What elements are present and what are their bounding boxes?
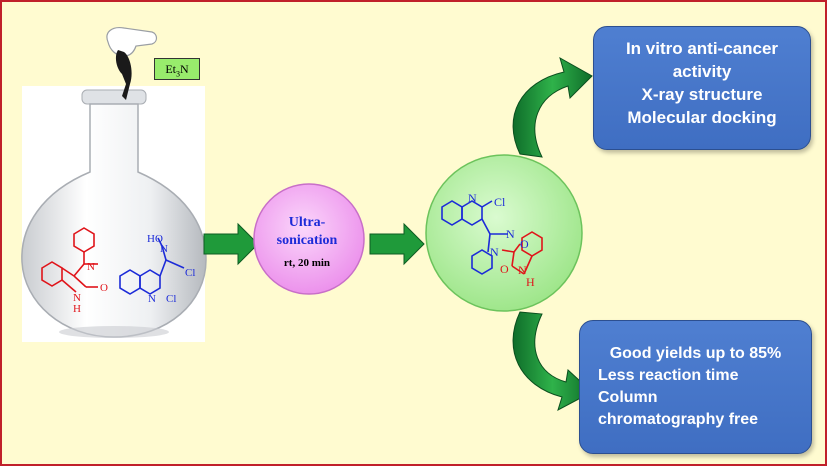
product-o-ring-label: O bbox=[520, 237, 529, 251]
oxime-ring-n-label: N bbox=[148, 293, 156, 305]
product-quinoline bbox=[441, 200, 508, 253]
dropper-icon bbox=[115, 50, 132, 100]
outcome-bottom-line-4: chromatography free bbox=[598, 411, 759, 428]
outcome-box-bottom: Good yields up to 85% Less reaction time… bbox=[579, 320, 812, 454]
oxime-structure bbox=[119, 237, 185, 295]
outcome-box-top: In vitro anti-cancer activity X-ray stru… bbox=[593, 26, 811, 150]
reagent-tag: Et3N bbox=[154, 58, 200, 80]
isatin-nh-h-label: H bbox=[73, 303, 81, 315]
isatin-n-label: N bbox=[87, 261, 95, 273]
reagent-suffix: N bbox=[180, 62, 189, 76]
oxime-cl-bottom-label: Cl bbox=[166, 293, 176, 305]
outcome-top-line-4: Molecular docking bbox=[627, 108, 777, 127]
oxime-cl-top-label: Cl bbox=[185, 267, 195, 279]
curved-arrow-up bbox=[512, 56, 593, 158]
product-oxindole bbox=[501, 231, 543, 275]
sonication-detail: rt, 20 min bbox=[283, 257, 331, 269]
outcome-bottom-line-1: Good yields up to 85% bbox=[609, 345, 782, 362]
sonication-circle bbox=[253, 183, 365, 295]
outcome-top-line-3: X-ray structure bbox=[641, 85, 763, 104]
arrow-to-sonication bbox=[203, 222, 259, 266]
outcome-top-line-2: activity bbox=[672, 62, 732, 81]
oxime-n-label: N bbox=[160, 243, 168, 255]
product-o-carbonyl-label: O bbox=[500, 262, 509, 276]
product-n-ring-label: N bbox=[490, 245, 499, 259]
product-nh-n-label: N bbox=[518, 263, 527, 277]
isatin-imine-structure bbox=[41, 227, 98, 293]
arrow-to-product bbox=[369, 222, 425, 266]
oxime-ho-label: HO bbox=[147, 233, 163, 245]
sonication-line-1: Ultra- bbox=[288, 215, 326, 230]
product-n-imine-label: N bbox=[506, 227, 515, 241]
outcome-bottom-line-2: Less reaction time bbox=[598, 367, 739, 384]
sonication-title: Ultra- sonication bbox=[259, 214, 355, 250]
product-cl-label: Cl bbox=[494, 195, 506, 209]
reagent-label: Et bbox=[165, 62, 176, 76]
sonication-line-2: sonication bbox=[276, 233, 338, 248]
curved-arrow-down bbox=[512, 311, 593, 412]
product-nh-h-label: H bbox=[526, 275, 535, 289]
reagent-subscript: 3 bbox=[176, 69, 180, 79]
gloved-hand-icon bbox=[106, 27, 158, 57]
outcome-top-line-1: In vitro anti-cancer bbox=[625, 39, 779, 58]
isatin-nh-n-label: N bbox=[73, 292, 81, 304]
outcome-bottom-line-3: Column bbox=[598, 389, 658, 406]
product-circle bbox=[425, 154, 583, 312]
isatin-o-label: O bbox=[100, 282, 108, 294]
product-ring-n-label: N bbox=[468, 191, 477, 205]
product-phenyl bbox=[471, 249, 493, 275]
